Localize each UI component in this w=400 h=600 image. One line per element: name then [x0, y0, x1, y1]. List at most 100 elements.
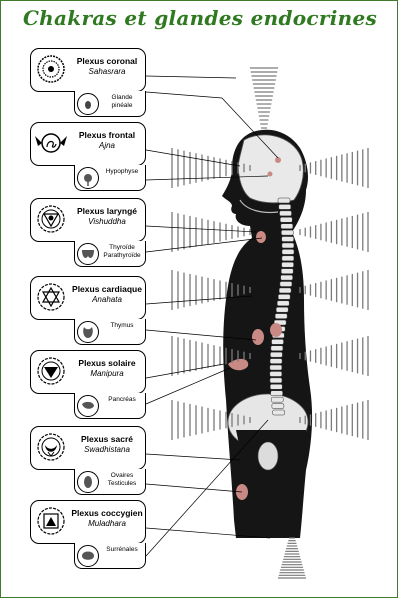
leader-line	[145, 91, 223, 99]
vertebra	[269, 377, 283, 384]
crescent-lotus-icon	[37, 433, 65, 461]
plexus-name: Plexus coccygien	[71, 508, 143, 518]
leader-line	[145, 75, 237, 79]
sanskrit-name: Muladhara	[88, 519, 126, 528]
gland-icon	[77, 471, 99, 493]
gland-box-cardiaque: Thymus	[74, 319, 146, 345]
vortex-cone	[171, 400, 251, 440]
vertebra	[281, 261, 294, 268]
vertebra	[269, 358, 283, 364]
inverted-triangle-lotus-icon	[37, 357, 65, 385]
vertebra	[270, 390, 283, 396]
vortex-cone	[299, 212, 369, 252]
vertebra	[281, 249, 295, 255]
leader-line	[145, 527, 271, 539]
vortex-cone	[250, 67, 278, 129]
vortex-cone	[299, 400, 369, 440]
leader-line	[145, 175, 269, 181]
vertebra	[276, 300, 290, 307]
gland-box-larynge: Thyroïde Parathyroïde	[74, 241, 146, 267]
vortex-cone	[171, 336, 251, 376]
lotus-thousand-petal-icon	[37, 55, 65, 83]
vertebra	[281, 242, 295, 249]
gland-icon	[77, 545, 99, 567]
leader-line	[145, 149, 241, 167]
vertebra	[269, 364, 283, 371]
vortex-cone	[299, 336, 369, 376]
vertebra	[277, 197, 291, 204]
vertebra	[270, 345, 284, 352]
leader-line	[145, 419, 269, 557]
vertebra	[275, 306, 289, 313]
vertebra	[271, 403, 285, 409]
gland-name: Thymus	[110, 322, 134, 329]
vertebra	[270, 351, 283, 358]
gland-name: Surrénales	[106, 546, 138, 553]
gland-name: Glande pinéale	[111, 94, 133, 109]
vertebra	[280, 268, 294, 274]
vertebra	[280, 274, 293, 281]
vortex-cone	[299, 148, 369, 188]
plexus-name: Plexus solaire	[78, 358, 136, 368]
leader-line	[145, 367, 231, 405]
vertebra	[279, 217, 293, 223]
page-title: Chakras et glandes endocrines	[22, 6, 378, 30]
gland-box-sacre: Ovaires Testicules	[74, 469, 146, 495]
gland-box-frontal: Hypophyse	[74, 165, 146, 191]
plexus-name: Plexus sacré	[81, 434, 133, 444]
vertebra	[269, 371, 283, 377]
leader-line	[145, 453, 241, 461]
leader-line	[145, 295, 253, 305]
gland-icon	[77, 321, 99, 343]
om-two-petal-icon	[35, 133, 67, 153]
triangle-lotus-icon	[37, 205, 65, 233]
leader-line	[145, 329, 257, 341]
vertebra	[269, 384, 283, 390]
gland-name: Thyroïde Parathyroïde	[103, 244, 141, 259]
gland-box-coronal: Glande pinéale	[74, 91, 146, 117]
vertebra	[281, 255, 295, 262]
leader-line	[145, 483, 243, 493]
square-lotus-icon	[37, 507, 65, 535]
body-silhouette	[222, 129, 313, 538]
spine	[269, 197, 295, 416]
sanskrit-name: Anahata	[92, 295, 122, 304]
gland-name: Ovaires Testicules	[107, 472, 137, 487]
plexus-name: Plexus laryngé	[76, 206, 137, 216]
gland-icon	[77, 93, 99, 115]
vortex-cone	[278, 537, 306, 579]
gland-name: Hypophyse	[105, 168, 139, 175]
vertebra	[274, 313, 288, 319]
vortex-cone	[171, 270, 251, 310]
energy-vortices	[171, 67, 369, 579]
sanskrit-name: Ajna	[98, 141, 115, 150]
plexus-name: Plexus coronal	[76, 56, 138, 66]
gland-box-solaire: Pancréas	[74, 393, 146, 419]
leader-line	[145, 237, 263, 253]
vertebra	[281, 236, 294, 242]
vertebra	[278, 204, 292, 210]
vortex-cone	[299, 270, 369, 310]
vertebra	[279, 210, 292, 217]
vertebra	[280, 223, 294, 229]
gland-icon	[77, 167, 99, 189]
gland-icon	[77, 395, 99, 417]
endocrine-organs	[228, 157, 282, 371]
vertebra	[270, 396, 284, 403]
vertebra	[271, 339, 284, 345]
gland-name: Pancréas	[108, 396, 136, 403]
sanskrit-name: Vishuddha	[88, 217, 126, 226]
leader-line	[145, 225, 257, 233]
leader-lines	[145, 75, 279, 557]
leader-line	[145, 363, 225, 379]
sanskrit-name: Swadhistana	[84, 445, 130, 454]
gland-box-coccygien: Surrénales	[74, 543, 146, 569]
